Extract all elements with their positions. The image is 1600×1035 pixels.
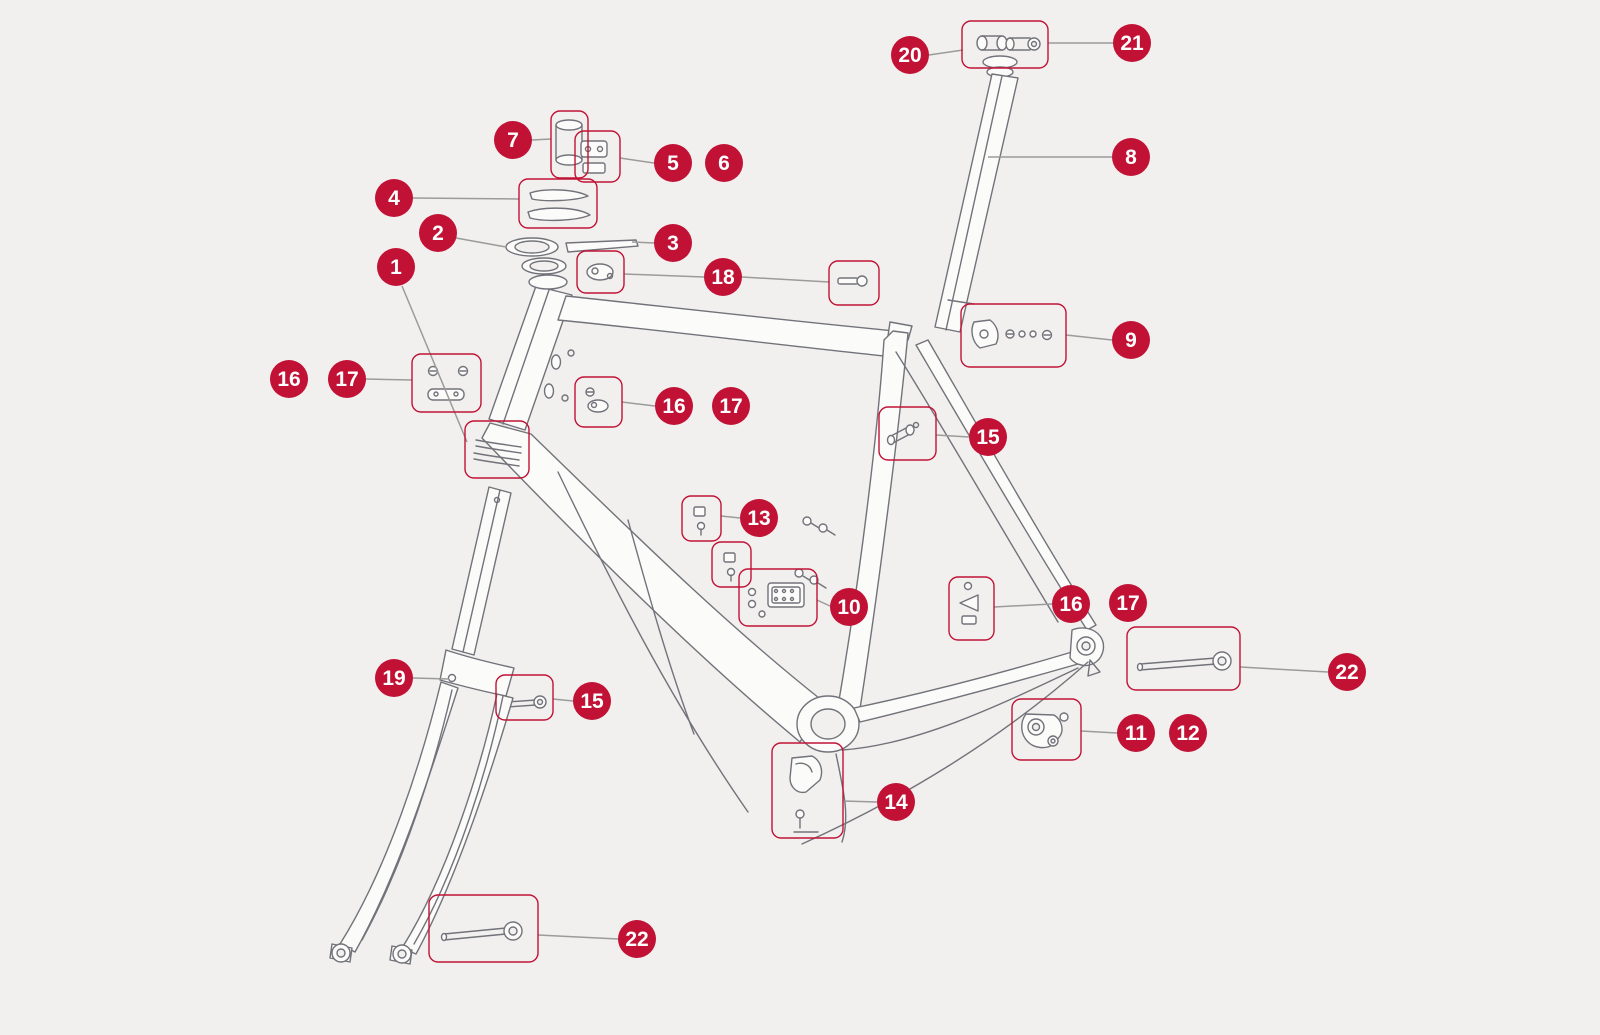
- part-box-guide-kit: [771, 742, 844, 839]
- callout-badge-18[interactable]: 18: [704, 258, 742, 296]
- callout-badge-17[interactable]: 17: [712, 387, 750, 425]
- leader-line-15: [720, 515, 741, 519]
- part-box-screws-mid: [574, 376, 623, 428]
- leader-line-6: [623, 273, 705, 278]
- callout-badge-12[interactable]: 12: [1169, 714, 1207, 752]
- leader-line-4: [631, 241, 655, 244]
- callout-badge-16[interactable]: 16: [270, 360, 308, 398]
- leader-line-19: [412, 677, 450, 680]
- callout-badge-3[interactable]: 3: [654, 224, 692, 262]
- callout-badge-13[interactable]: 13: [740, 499, 778, 537]
- leader-line-17: [993, 603, 1053, 608]
- leader-line-5: [401, 285, 468, 443]
- callout-badge-16[interactable]: 16: [1052, 585, 1090, 623]
- callout-badge-15[interactable]: 15: [573, 682, 611, 720]
- callout-badge-20[interactable]: 20: [891, 36, 929, 74]
- leader-line-13: [621, 401, 656, 407]
- leader-line-0: [531, 138, 552, 141]
- part-box-port-cover-left: [576, 250, 625, 294]
- leader-line-14: [935, 434, 970, 438]
- callout-badge-4[interactable]: 4: [375, 179, 413, 217]
- callout-badge-6[interactable]: 6: [705, 144, 743, 182]
- callout-badge-17[interactable]: 17: [1109, 584, 1147, 622]
- leader-line-12: [365, 378, 413, 381]
- callout-badge-19[interactable]: 19: [375, 659, 413, 697]
- part-box-stem-plate: [574, 130, 621, 183]
- callout-badge-2[interactable]: 2: [419, 214, 457, 252]
- callout-badge-17[interactable]: 17: [328, 360, 366, 398]
- callout-badge-7[interactable]: 7: [494, 121, 532, 159]
- leader-line-1: [619, 157, 655, 164]
- cables: [557, 471, 1089, 845]
- part-box-top-covers: [518, 178, 598, 229]
- leader-line-23: [537, 934, 619, 940]
- leader-line-16: [816, 599, 831, 607]
- part-box-derailleur-hanger: [1011, 698, 1082, 761]
- part-box-bolt-kit-b: [711, 541, 752, 588]
- leader-line-2: [412, 197, 520, 200]
- callout-badge-22[interactable]: 22: [1328, 653, 1366, 691]
- callout-badge-10[interactable]: 10: [830, 588, 868, 626]
- part-box-battery-plate: [738, 568, 818, 627]
- seatpost-assembly: [934, 35, 1041, 333]
- part-box-headset-cover: [550, 110, 589, 179]
- part-box-barrel-left: [495, 674, 554, 721]
- leader-line-8: [928, 49, 964, 56]
- part-box-barrel-right: [878, 406, 937, 461]
- part-box-downtube-strips: [464, 420, 530, 479]
- leader-line-21: [1080, 730, 1118, 734]
- callout-badge-15[interactable]: 15: [969, 418, 1007, 456]
- callout-badge-22[interactable]: 22: [618, 920, 656, 958]
- leader-line-7: [741, 276, 830, 283]
- leader-line-20: [552, 698, 574, 702]
- leader-line-22: [842, 800, 878, 803]
- part-box-seatpost-wedge: [960, 303, 1067, 368]
- part-box-thru-axle-front: [428, 894, 539, 963]
- part-box-screws-left: [411, 353, 482, 413]
- callout-badge-16[interactable]: 16: [655, 387, 693, 425]
- leader-line-11: [1065, 334, 1113, 341]
- headset-parts: [505, 119, 868, 290]
- part-box-bolt-kit-a: [681, 495, 722, 542]
- part-box-wedge-kit: [948, 576, 995, 641]
- callout-badge-9[interactable]: 9: [1112, 321, 1150, 359]
- callout-badge-11[interactable]: 11: [1117, 714, 1155, 752]
- small-hardware: [427, 319, 1232, 942]
- leader-line-3: [455, 237, 507, 248]
- callout-badge-8[interactable]: 8: [1112, 138, 1150, 176]
- callout-badge-5[interactable]: 5: [654, 144, 692, 182]
- callout-badge-21[interactable]: 21: [1113, 24, 1151, 62]
- leader-line-18: [1239, 666, 1329, 673]
- callout-badge-14[interactable]: 14: [877, 783, 915, 821]
- part-box-thru-axle-rear: [1126, 626, 1241, 691]
- part-box-seat-clamp: [961, 20, 1049, 69]
- callout-badge-1[interactable]: 1: [377, 248, 415, 286]
- part-box-port-cover-right: [828, 260, 880, 306]
